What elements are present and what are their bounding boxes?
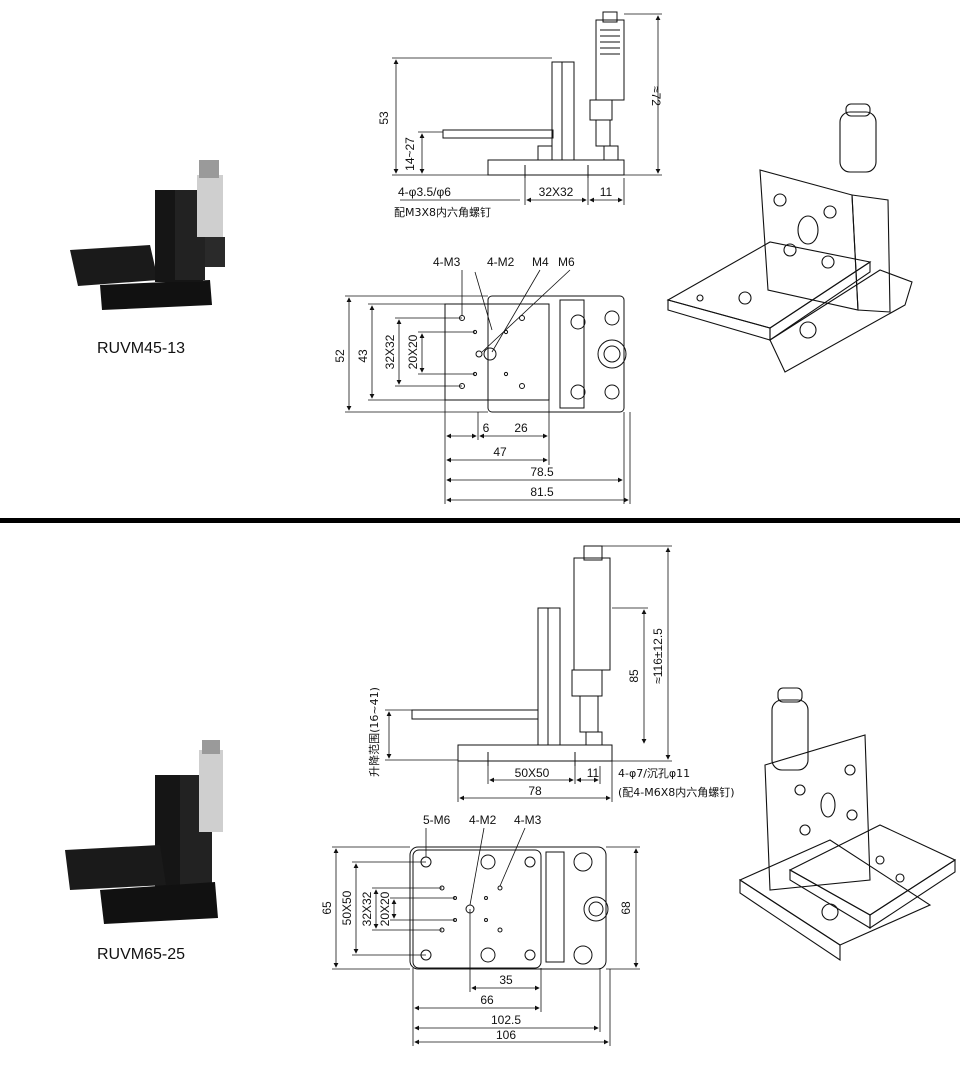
dim-47: 47 — [493, 445, 507, 459]
callout-m4-ruvm45: M4 — [532, 255, 549, 269]
dim-total-height-ruvm65: ≈116±12.5 — [651, 628, 665, 684]
dim-85: 85 — [627, 669, 641, 683]
dim-102-5: 102.5 — [491, 1013, 521, 1027]
callout-5-m6-ruvm65: 5-M6 — [423, 813, 451, 827]
dim-52: 52 — [333, 349, 347, 363]
iso-view-ruvm45 — [666, 103, 913, 373]
dim-pitch-ruvm65: 50X50 — [515, 766, 550, 780]
side-view-ruvm45-dims — [392, 13, 662, 205]
dim-81-5: 81.5 — [530, 485, 554, 499]
dim-106: 106 — [496, 1028, 516, 1042]
dim-68: 68 — [619, 901, 633, 915]
iso-view-ruvm65 — [738, 687, 957, 962]
side-view-ruvm65-dims — [385, 545, 672, 802]
dim-66: 66 — [480, 993, 494, 1007]
dim-43: 43 — [356, 349, 370, 363]
dim-lift-range-ruvm65: 升降范围(16~41) — [367, 687, 381, 777]
top-view-ruvm65-dims — [332, 827, 640, 1046]
dim-20x20-ruvm65: 20X20 — [378, 891, 392, 926]
callout-m6-ruvm45: M6 — [558, 255, 575, 269]
dim-50x50-ruvm65: 50X50 — [340, 890, 354, 925]
dim-65: 65 — [320, 901, 334, 915]
dim-offset-ruvm45: 11 — [600, 185, 613, 199]
product-photo-ruvm45 — [70, 160, 225, 310]
callout-4-m2-ruvm45: 4-M2 — [487, 255, 515, 269]
callout-4-m3-ruvm45: 4-M3 — [433, 255, 461, 269]
dim-lift-range-ruvm45: 14~27 — [403, 137, 417, 171]
dim-35: 35 — [499, 973, 513, 987]
model-name-ruvm65: RUVM65-25 — [97, 946, 186, 963]
top-view-ruvm45-dims — [345, 269, 631, 504]
dim-holes-note-ruvm45: 配M3X8内六角螺钉 — [394, 205, 491, 219]
callout-4-m2-ruvm65: 4-M2 — [469, 813, 497, 827]
side-view-ruvm65 — [411, 545, 613, 766]
top-view-ruvm45 — [444, 295, 627, 413]
dim-32x32-ruvm65: 32X32 — [360, 891, 374, 926]
dim-offset-ruvm65: 11 — [587, 766, 600, 780]
section-divider — [0, 518, 960, 523]
dim-pitch-ruvm45: 32X32 — [539, 185, 574, 199]
dim-26: 26 — [514, 421, 528, 435]
dim-78-5: 78.5 — [530, 465, 554, 479]
dim-total-height-ruvm45: ≈72 — [649, 86, 663, 106]
model-name-ruvm45: RUVM45-13 — [97, 340, 186, 357]
dim-holes-note-ruvm65: (配4-M6X8内六角螺钉) — [618, 785, 735, 799]
dim-32x32-ruvm45: 32X32 — [383, 334, 397, 369]
side-view-ruvm45 — [442, 11, 625, 178]
dim-6: 6 — [483, 421, 490, 435]
dim-53: 53 — [377, 111, 391, 125]
dim-78: 78 — [528, 784, 542, 798]
product-photo-ruvm65 — [65, 740, 223, 924]
callout-4-m3-ruvm65: 4-M3 — [514, 813, 542, 827]
dim-holes-ruvm65: 4-φ7/沉孔φ11 — [618, 767, 690, 780]
dim-holes-ruvm45: 4-φ3.5/φ6 — [398, 185, 451, 199]
dim-20x20-ruvm45: 20X20 — [406, 334, 420, 369]
